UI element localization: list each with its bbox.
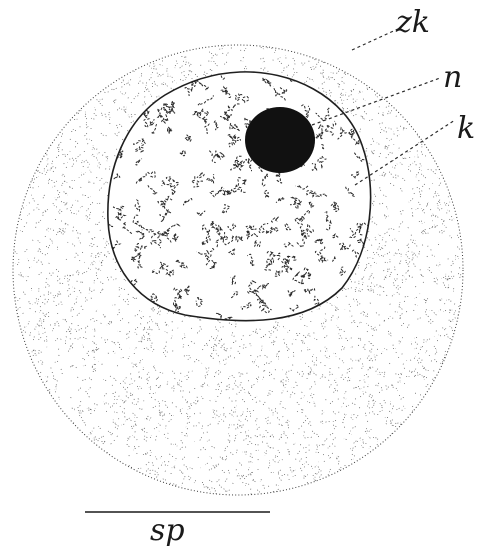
label-n: n xyxy=(443,60,462,95)
nucleolus xyxy=(245,107,315,173)
leader-n xyxy=(311,77,441,126)
label-sp: sp xyxy=(150,513,185,546)
label-k: k xyxy=(457,111,475,146)
leader-zk xyxy=(351,27,401,51)
cell-outline xyxy=(12,44,464,496)
nuclear-membrane xyxy=(107,71,372,322)
label-zk: zk xyxy=(395,5,430,40)
leader-k xyxy=(354,119,456,186)
